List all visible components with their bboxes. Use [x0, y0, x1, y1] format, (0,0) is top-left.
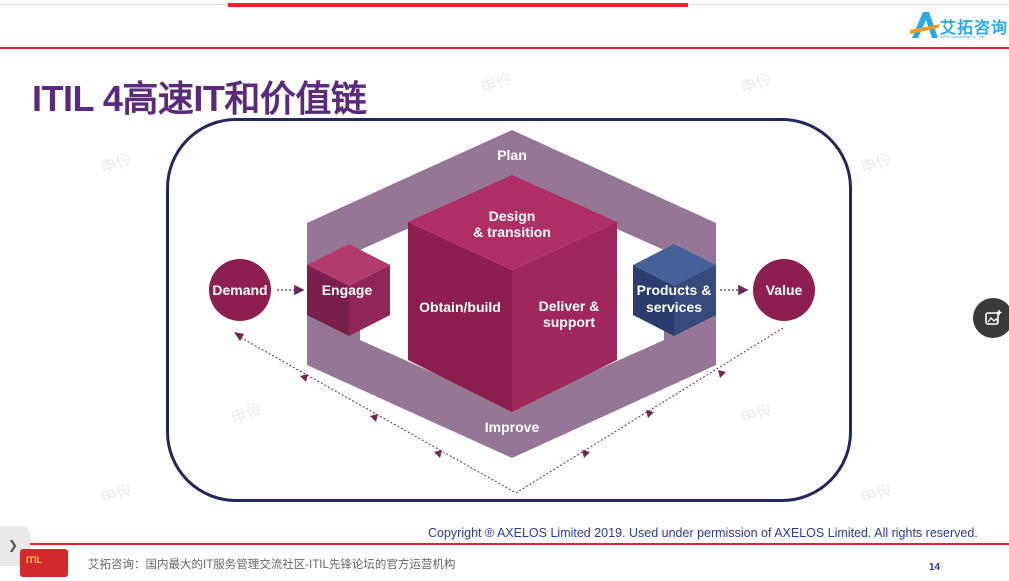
feedback-arrow-mark: [718, 370, 726, 378]
company-logo: 艾拓咨询 AITO Consulting Co., Ltd: [910, 10, 1009, 44]
products-services-label-1: Products &: [637, 282, 712, 298]
side-panel-toggle[interactable]: ❯: [0, 526, 30, 566]
plan-label: Plan: [497, 147, 527, 163]
value-circle: [753, 259, 815, 321]
feedback-arrow-mark: [434, 450, 442, 458]
footer-text: 艾拓咨询：国内最大的IT服务管理交流社区-ITIL先锋论坛的官方运营机构: [88, 559, 456, 571]
itil-badge: ITIL: [20, 549, 68, 577]
chevron-right-icon: ❯: [8, 538, 19, 552]
improve-label: Improve: [485, 419, 540, 435]
central-cube: [408, 175, 617, 412]
products-services-label-2: services: [646, 299, 702, 315]
header-divider: [0, 47, 1009, 49]
value-chain-frame: [166, 118, 852, 502]
engage-label: Engage: [322, 282, 373, 298]
page-number: 14: [929, 562, 941, 573]
design-transition-label-2: & transition: [473, 224, 551, 240]
feedback-loop-line: [237, 327, 784, 494]
feedback-arrow-mark: [646, 410, 654, 418]
deliver-support-label-1: Deliver &: [539, 298, 600, 314]
value-label: Value: [766, 282, 803, 298]
feedback-arrow-mark: [370, 414, 378, 422]
logo-text: 艾拓咨询: [940, 20, 1009, 37]
products-services-cube: [633, 244, 716, 336]
design-transition-label-1: Design: [489, 208, 536, 224]
top-accent-bar: [228, 3, 688, 7]
demand-circle: [209, 259, 271, 321]
copyright-notice: Copyright ® AXELOS Limited 2019. Used un…: [428, 526, 978, 540]
feedback-arrowhead: [234, 332, 244, 341]
slide-title: ITIL 4高速IT和价值链: [32, 78, 367, 119]
obtain-build-label: Obtain/build: [419, 299, 501, 315]
engage-cube: [307, 244, 390, 336]
itil-badge-text: ITIL: [26, 555, 42, 565]
logo-subtext: AITO Consulting Co., Ltd: [940, 34, 985, 39]
feedback-arrow-mark: [582, 450, 590, 458]
image-plus-icon: [985, 310, 1002, 325]
footer-divider: [0, 543, 1009, 545]
demand-label: Demand: [212, 282, 267, 298]
deliver-support-label-2: support: [543, 314, 595, 330]
feedback-arrow-mark: [300, 374, 308, 382]
logo-a-icon: [910, 12, 940, 38]
add-image-button[interactable]: [973, 298, 1009, 338]
